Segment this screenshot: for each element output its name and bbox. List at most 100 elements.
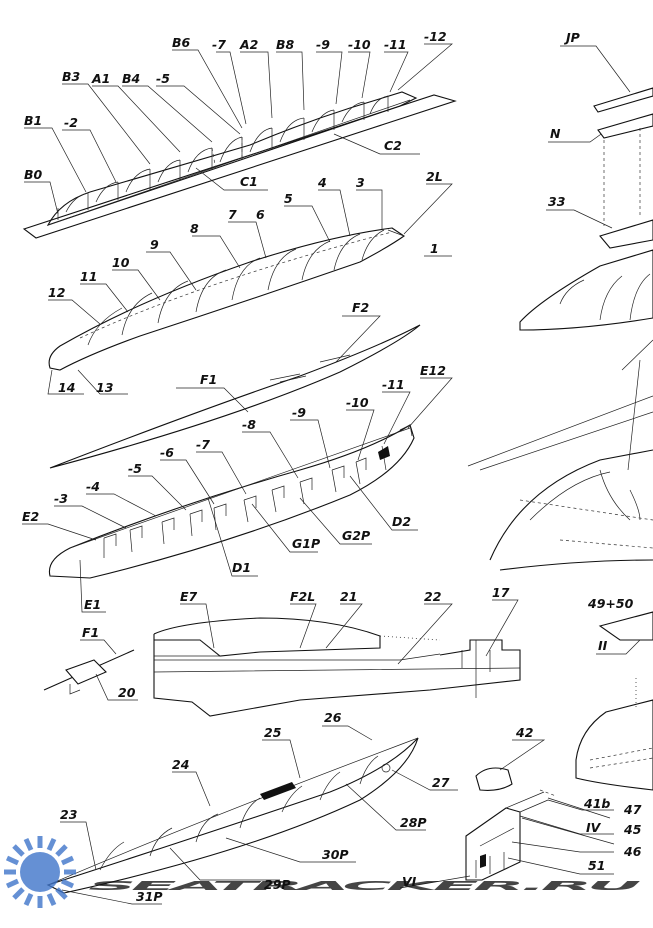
label-minus6: -6 bbox=[160, 445, 174, 460]
label-7: 7 bbox=[228, 207, 237, 222]
label-F2L: F2L bbox=[290, 589, 315, 604]
label-VI: VI bbox=[402, 874, 417, 889]
label-26: 26 bbox=[324, 710, 342, 725]
side-panel-part bbox=[153, 599, 521, 717]
label-B4: B4 bbox=[122, 71, 140, 86]
label-23: 23 bbox=[60, 807, 77, 822]
label-6: 6 bbox=[256, 207, 265, 222]
board-labels: B6 -7 A2 B8 -9 -10 -11 -12 B3 A1 B4 -5 B… bbox=[24, 29, 447, 189]
label-minus4: -4 bbox=[86, 479, 100, 494]
right-fragment-labels: JP N 33 49+50 II bbox=[548, 30, 634, 653]
label-F1: F1 bbox=[200, 372, 217, 387]
label-IV: IV bbox=[586, 820, 602, 835]
label-minus3: -3 bbox=[54, 491, 68, 506]
label-E2: E2 bbox=[22, 509, 39, 524]
label-45: 45 bbox=[623, 822, 642, 837]
label-B6: B6 bbox=[172, 35, 191, 50]
label-E1: E1 bbox=[84, 597, 101, 612]
label-E12: E12 bbox=[420, 363, 446, 378]
side-panel-labels: E7 F2L 21 22 17 bbox=[180, 585, 510, 604]
bottom-hull-part bbox=[46, 725, 458, 905]
label-24: 24 bbox=[172, 757, 189, 772]
label-II: II bbox=[598, 638, 608, 653]
label-JP: JP bbox=[563, 30, 580, 45]
label-C2: C2 bbox=[384, 138, 402, 153]
right-small-labels: 42 41b 47 IV 45 46 VI 51 bbox=[402, 725, 642, 889]
sun-logo-icon bbox=[4, 836, 76, 908]
label-minus8: -8 bbox=[242, 417, 256, 432]
label-11: 11 bbox=[80, 269, 97, 284]
label-A1: A1 bbox=[91, 71, 110, 86]
label-46: 46 bbox=[623, 844, 642, 859]
keel-strip-labels: F2 F1 bbox=[200, 300, 369, 387]
label-8: 8 bbox=[190, 221, 199, 236]
label-42: 42 bbox=[515, 725, 533, 740]
upper-hull-part bbox=[48, 227, 405, 371]
label-minus5: -5 bbox=[128, 461, 142, 476]
label-B0: B0 bbox=[24, 167, 43, 182]
label-13: 13 bbox=[96, 380, 113, 395]
label-28P: 28P bbox=[400, 815, 427, 830]
label-minus12: -12 bbox=[424, 29, 447, 44]
label-29P: 29P bbox=[264, 877, 291, 892]
right-small-parts bbox=[399, 739, 615, 889]
right-assembly-fragment bbox=[467, 45, 653, 791]
watermark: SEATRACKER.RU bbox=[4, 836, 642, 908]
label-4: 4 bbox=[317, 175, 327, 190]
frame-board-assembly bbox=[22, 91, 457, 239]
label-5: 5 bbox=[284, 191, 293, 206]
upper-hull-labels: 5 4 3 2L 1 7 6 9 8 10 11 12 14 13 bbox=[48, 169, 443, 395]
label-N: N bbox=[550, 126, 561, 141]
upper-hull-leader-lines bbox=[47, 183, 453, 395]
label-12: 12 bbox=[48, 285, 65, 300]
label-minus7: -7 bbox=[212, 37, 226, 52]
label-27: 27 bbox=[432, 775, 450, 790]
label-33: 33 bbox=[548, 194, 565, 209]
label-minus9: -9 bbox=[316, 37, 330, 52]
label-minus11: -11 bbox=[382, 377, 405, 392]
label-10: 10 bbox=[112, 255, 130, 270]
label-3: 3 bbox=[356, 175, 365, 190]
label-D2: D2 bbox=[392, 514, 411, 529]
label-B3: B3 bbox=[62, 69, 80, 84]
board-leader-lines bbox=[24, 43, 453, 215]
label-2L: 2L bbox=[426, 169, 443, 184]
label-20: 20 bbox=[118, 685, 136, 700]
bottom-hull-labels: 26 25 24 27 28P 23 30P 29P 31P bbox=[60, 710, 450, 904]
label-minus9: -9 bbox=[292, 405, 306, 420]
label-30P: 30P bbox=[322, 847, 349, 862]
label-C1: C1 bbox=[240, 174, 258, 189]
lower-hull-labels: E12 -11 -10 -9 -8 -7 -6 -5 -4 -3 E2 E1 D… bbox=[22, 363, 446, 612]
label-31P: 31P bbox=[136, 889, 163, 904]
label-F1-small: F1 bbox=[82, 625, 99, 640]
label-25: 25 bbox=[264, 725, 282, 740]
label-22: 22 bbox=[424, 589, 441, 604]
label-minus2: -2 bbox=[64, 115, 78, 130]
label-51: 51 bbox=[588, 858, 605, 873]
label-minus10: -10 bbox=[346, 395, 369, 410]
label-B1: B1 bbox=[24, 113, 42, 128]
label-G2P: G2P bbox=[342, 528, 370, 543]
label-9: 9 bbox=[150, 237, 159, 252]
lower-hull-leader-lines bbox=[22, 377, 453, 613]
label-B8: B8 bbox=[276, 37, 295, 52]
label-D1: D1 bbox=[232, 560, 251, 575]
label-1: 1 bbox=[430, 241, 439, 256]
label-minus11: -11 bbox=[384, 37, 407, 52]
label-E7: E7 bbox=[180, 589, 198, 604]
label-minus10: -10 bbox=[348, 37, 371, 52]
label-14: 14 bbox=[58, 380, 75, 395]
label-minus7: -7 bbox=[196, 437, 210, 452]
watermark-text: SEATRACKER.RU bbox=[88, 878, 641, 893]
label-41b: 41b bbox=[583, 796, 610, 811]
small-part-labels: F1 20 bbox=[82, 625, 136, 700]
label-F2: F2 bbox=[352, 300, 369, 315]
keel-strip-part bbox=[49, 315, 421, 469]
small-bracket-part bbox=[43, 639, 138, 701]
label-49-50: 49+50 bbox=[587, 596, 634, 611]
label-G1P: G1P bbox=[292, 536, 320, 551]
label-A2: A2 bbox=[239, 37, 258, 52]
label-21: 21 bbox=[340, 589, 357, 604]
lower-hull-part bbox=[48, 424, 415, 579]
